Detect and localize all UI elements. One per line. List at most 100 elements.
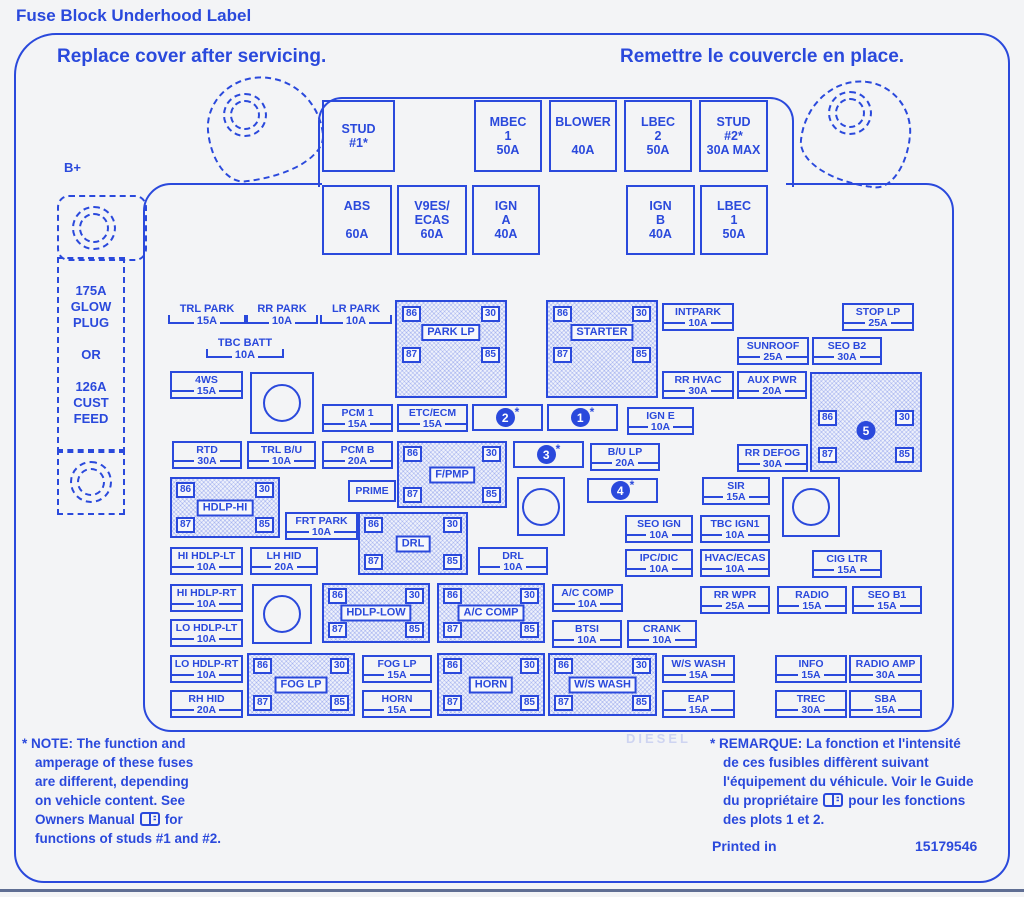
mounting-hole-right-inner: [835, 98, 865, 128]
fuse-trl-park: TRL PARK 15A: [168, 303, 246, 328]
asterisk: *: [589, 404, 595, 419]
socket-circle: [522, 487, 560, 526]
fuse-position-1: 1*: [547, 404, 618, 431]
owners-manual-icon: [823, 793, 844, 807]
maxi-fuse-ign-b: IGN B 40A: [626, 185, 695, 255]
feed-stud-inner: [77, 468, 105, 496]
faded-text: DIESEL: [626, 731, 691, 746]
owners-manual-icon: [139, 812, 160, 826]
relay-socket-4: [252, 584, 312, 644]
fuse-position-4: 4*: [587, 478, 658, 503]
maxi-fuse-mbec: MBEC 1 50A: [474, 100, 542, 172]
socket-circle: [792, 488, 830, 526]
notice-english: Replace cover after servicing.: [57, 46, 327, 67]
part-number: 15179546: [915, 838, 978, 854]
image-bottom-edge: [0, 889, 1024, 892]
b-plus-stud-outer: [72, 206, 116, 250]
socket-circle: [263, 384, 301, 422]
relay-socket-1: [250, 372, 314, 434]
relay-socket-2: [517, 477, 565, 536]
printed-in-label: Printed in: [712, 838, 777, 854]
fuse-block-raised-top: [318, 97, 794, 187]
outline-notch: [322, 182, 786, 186]
mounting-hole-right-outer: [828, 91, 872, 135]
b-plus-stud-inner: [79, 213, 109, 243]
glow-plug-feed-label: 175A GLOW PLUG OR 126A CUST FEED: [57, 257, 125, 453]
fuse-lr-park: LR PARK 10A: [320, 303, 392, 328]
note-english: * NOTE: The function and amperage of the…: [22, 736, 222, 846]
asterisk: *: [629, 477, 635, 492]
relay-socket-3: [782, 477, 840, 537]
asterisk: *: [514, 404, 520, 419]
b-plus-label: B+: [64, 160, 81, 175]
feed-stud-outer: [70, 461, 112, 503]
maxi-fuse-lbec2: LBEC 2 50A: [624, 100, 692, 172]
asterisk: *: [555, 441, 561, 456]
b-plus-terminal-box: [57, 195, 147, 261]
prime-connector: PRIME: [348, 480, 396, 502]
label-outline: [14, 33, 1010, 883]
socket-circle: [263, 595, 301, 633]
maxi-fuse-lbec1: LBEC 1 50A: [700, 185, 768, 255]
mounting-hole-left-inner: [230, 100, 260, 130]
mounting-hole-left-outer: [223, 93, 267, 137]
fuse-position-2: 2*: [472, 404, 543, 431]
fuse-tbc-batt: TBC BATT 10A: [206, 337, 284, 362]
maxi-fuse-stud2: STUD #2* 30A MAX: [699, 100, 768, 172]
maxi-fuse-v9es-ecas: V9ES/ ECAS 60A: [397, 185, 467, 255]
feed-terminal-box: [57, 449, 125, 515]
notice-french: Remettre le couvercle en place.: [620, 46, 905, 67]
maxi-fuse-abs: ABS 60A: [322, 185, 392, 255]
